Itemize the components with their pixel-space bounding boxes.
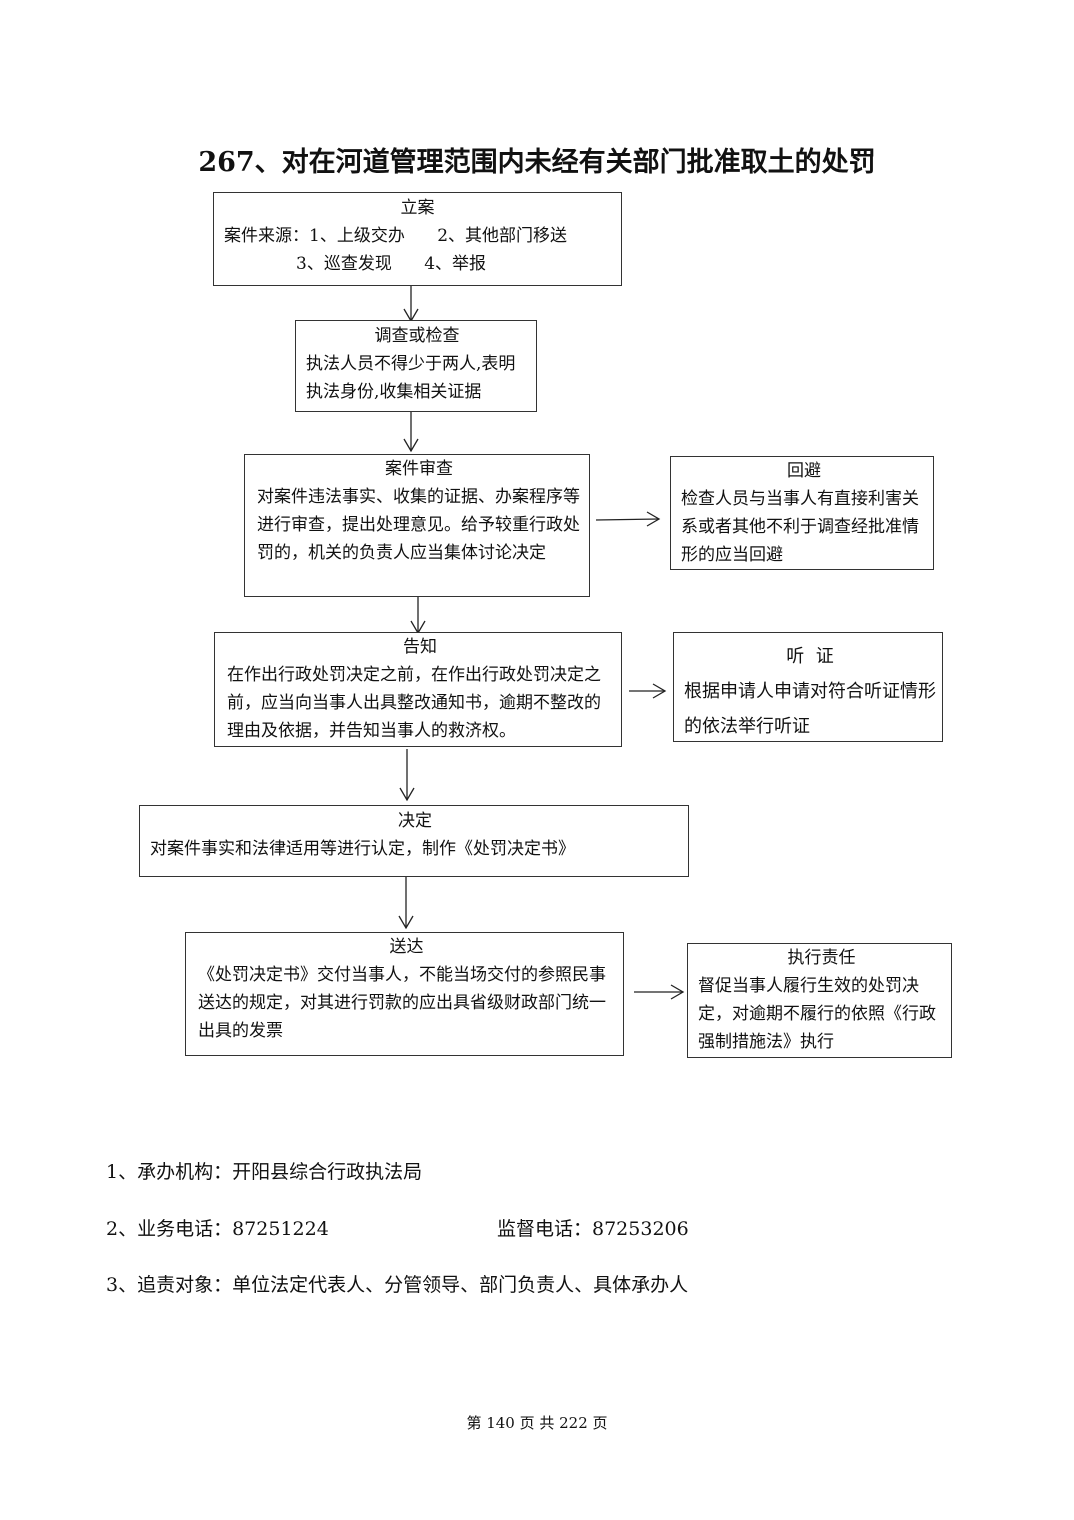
note-phone: 2、业务电话：87251224 bbox=[106, 1218, 329, 1240]
note-accountability: 3、追责对象：单位法定代表人、分管领导、部门负责人、具体承办人 bbox=[106, 1274, 689, 1296]
note-supervision-phone: 监督电话：87253206 bbox=[497, 1218, 689, 1240]
page-title: 267、对在河道管理范围内未经有关部门批准取土的处罚 bbox=[198, 147, 876, 178]
step-hearing-heading: 听 证 bbox=[786, 646, 834, 667]
step-filing-heading: 立案 bbox=[400, 198, 435, 218]
step-decision-body: 对案件事实和法律适用等进行认定，制作《处罚决定书》 bbox=[150, 839, 575, 859]
step-notice-heading: 告知 bbox=[403, 637, 437, 657]
note-agency: 1、承办机构：开阳县综合行政执法局 bbox=[106, 1161, 423, 1183]
step-enforcement-body: 督促当事人履行生效的处罚决定，对逾期不履行的依照《行政强制措施法》执行 bbox=[698, 976, 936, 1052]
step-enforcement: 执行责任 督促当事人履行生效的处罚决定，对逾期不履行的依照《行政强制措施法》执行 bbox=[687, 943, 952, 1058]
step-hearing: 听 证 根据申请人申请对符合听证情形的依法举行听证 bbox=[673, 632, 943, 742]
step-investigation-heading: 调查或检查 bbox=[374, 326, 460, 346]
step-notice: 告知 在作出行政处罚决定之前，在作出行政处罚决定之前，应当向当事人出具整改通知书… bbox=[214, 632, 622, 747]
step-review-body: 对案件违法事实、收集的证据、办案程序等进行审查，提出处理意见。给予较重行政处罚的… bbox=[257, 487, 580, 563]
arrow-review-to-recusal bbox=[595, 518, 660, 521]
step-recusal: 回避 检查人员与当事人有直接利害关系或者其他不利于调查经批准情形的应当回避 bbox=[670, 456, 934, 570]
step-hearing-body: 根据申请人申请对符合听证情形的依法举行听证 bbox=[684, 681, 936, 737]
step-filing: 立案 案件来源：1、上级交办 2、其他部门移送 3、巡查发现 4、举报 bbox=[213, 192, 622, 286]
step-service-body: 《处罚决定书》交付当事人，不能当场交付的参照民事送达的规定，对其进行罚款的应出具… bbox=[198, 965, 606, 1041]
step-review-heading: 案件审查 bbox=[385, 459, 453, 479]
step-decision-heading: 决定 bbox=[398, 811, 432, 831]
step-investigation-body: 执法人员不得少于两人,表明执法身份,收集相关证据 bbox=[306, 354, 516, 402]
step-filing-sources-line1: 案件来源：1、上级交办 2、其他部门移送 bbox=[224, 226, 568, 246]
step-notice-body: 在作出行政处罚决定之前，在作出行政处罚决定之前，应当向当事人出具整改通知书，逾期… bbox=[227, 665, 601, 741]
step-filing-sources-line2: 3、巡查发现 4、举报 bbox=[296, 254, 487, 274]
step-enforcement-heading: 执行责任 bbox=[787, 948, 856, 968]
step-recusal-heading: 回避 bbox=[787, 461, 821, 481]
step-decision: 决定 对案件事实和法律适用等进行认定，制作《处罚决定书》 bbox=[139, 805, 689, 877]
step-recusal-body: 检查人员与当事人有直接利害关系或者其他不利于调查经批准情形的应当回避 bbox=[681, 489, 919, 565]
step-service-heading: 送达 bbox=[389, 937, 424, 957]
step-service: 送达 《处罚决定书》交付当事人，不能当场交付的参照民事送达的规定，对其进行罚款的… bbox=[185, 932, 624, 1056]
step-review: 案件审查 对案件违法事实、收集的证据、办案程序等进行审查，提出处理意见。给予较重… bbox=[244, 454, 590, 597]
page-number: 第 140 页 共 222 页 bbox=[466, 1414, 608, 1432]
step-investigation: 调查或检查 执法人员不得少于两人,表明执法身份,收集相关证据 bbox=[295, 320, 537, 412]
